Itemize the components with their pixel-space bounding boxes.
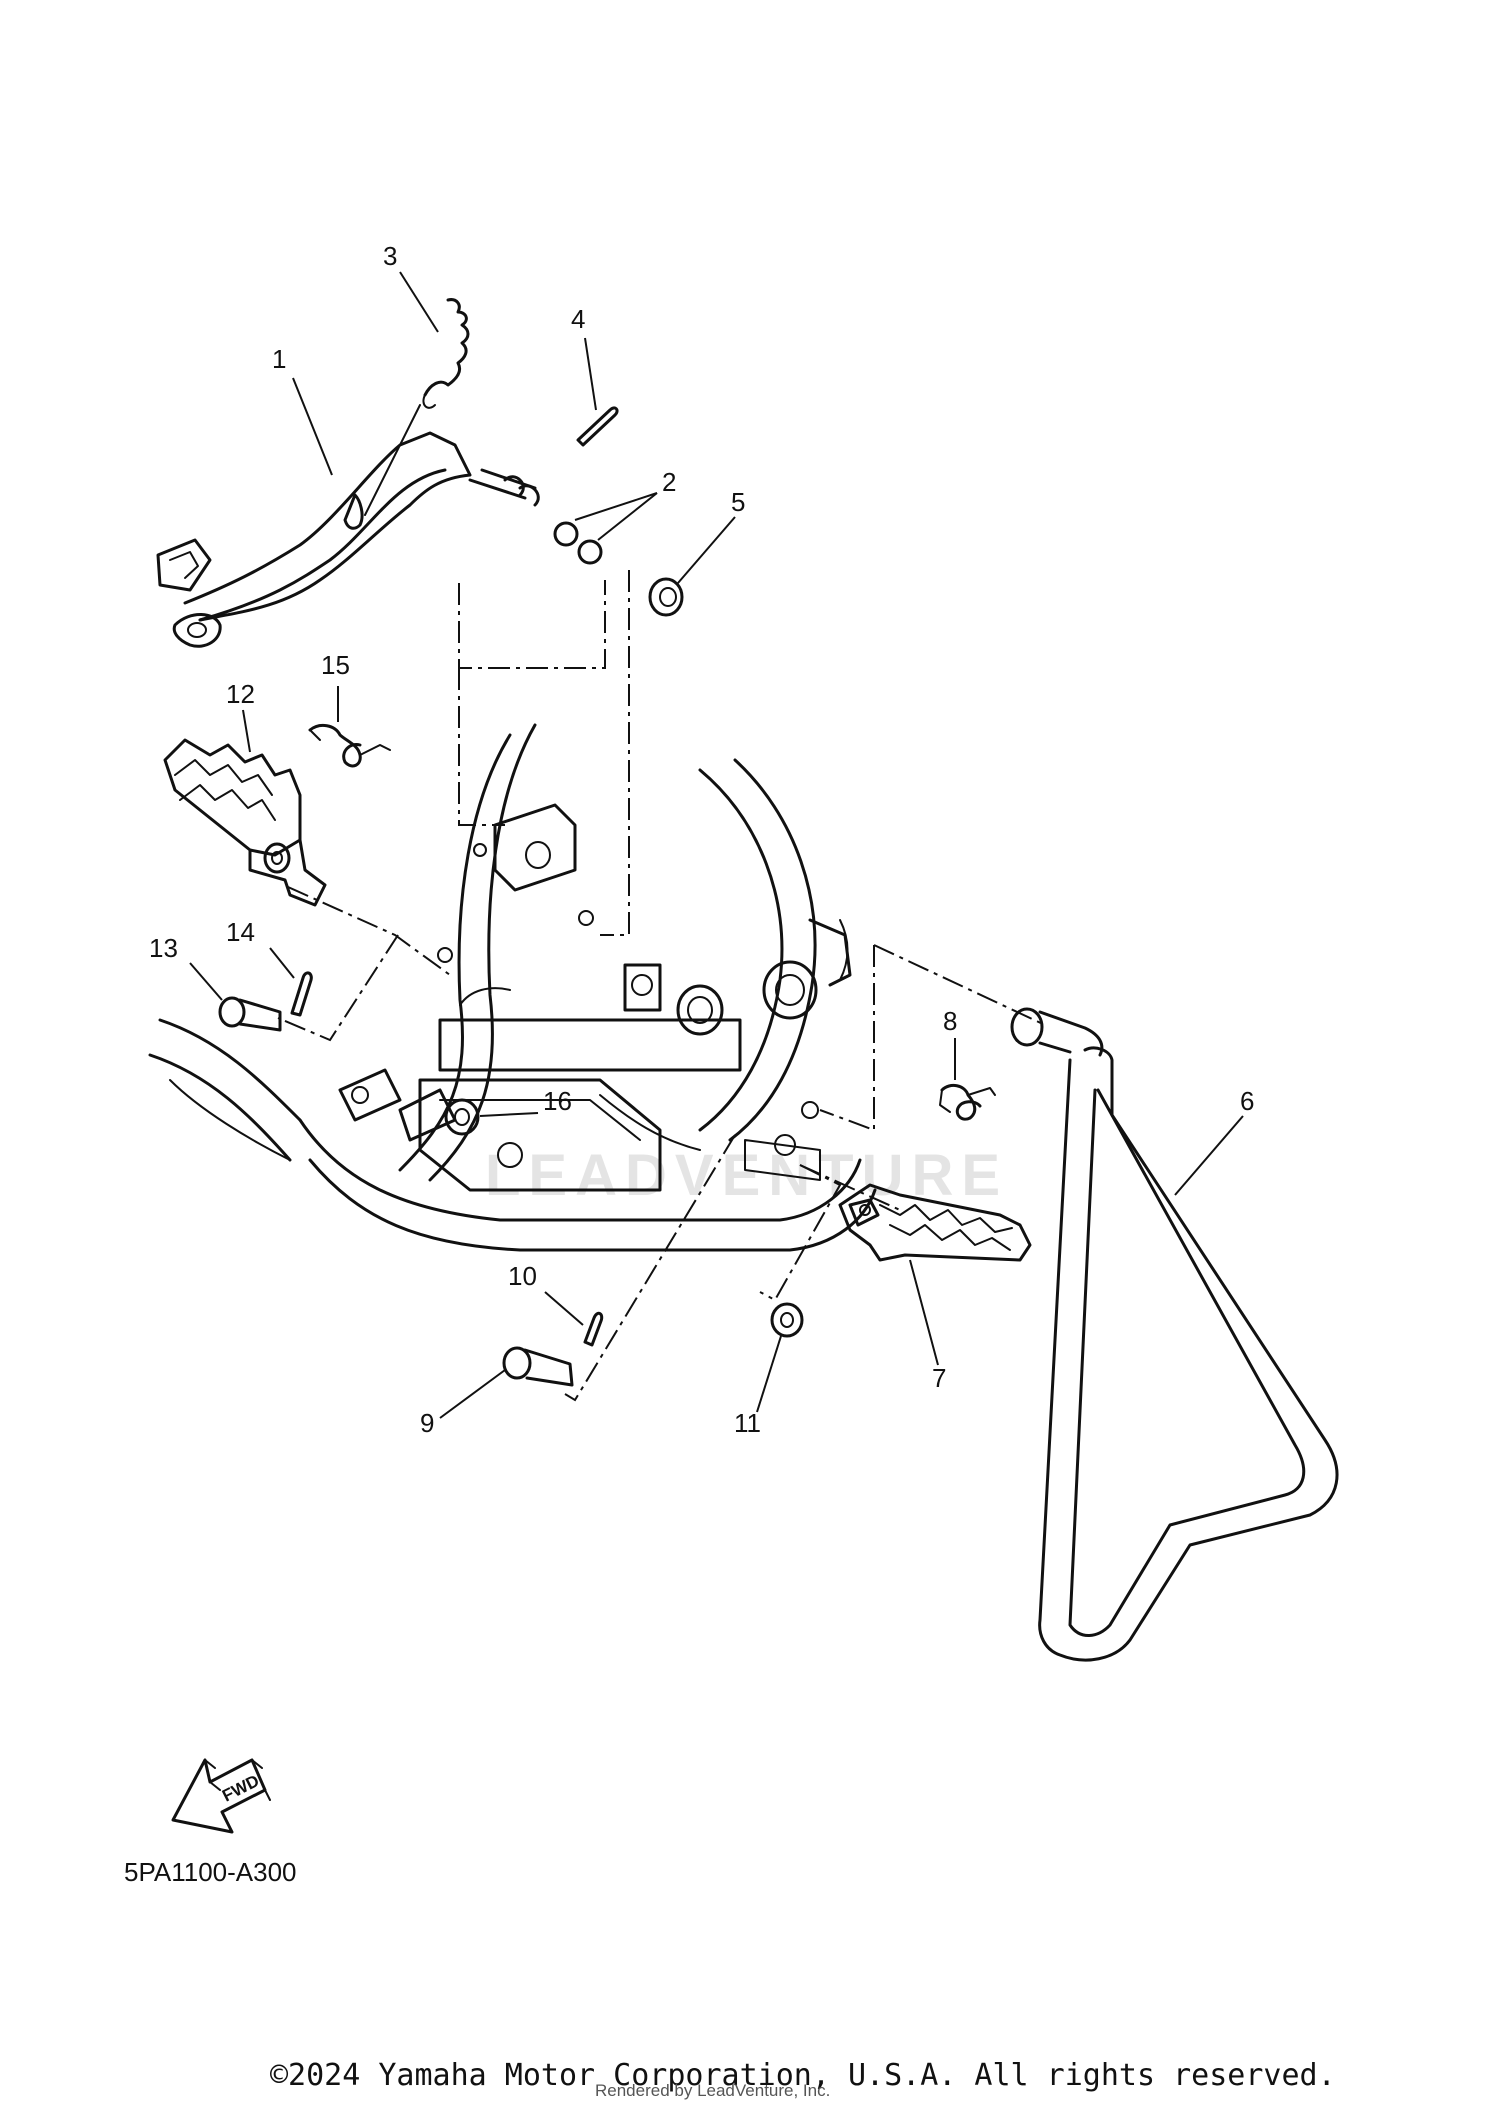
washer-right: [770, 1302, 804, 1338]
callout-15: 15: [321, 650, 350, 680]
collar: [444, 1098, 480, 1136]
callout-10: 10: [508, 1261, 537, 1291]
fwd-label: FWD: [219, 1771, 262, 1806]
rendered-by-text: Rendered by LeadVenture, Inc.: [595, 2081, 831, 2100]
o-rings: [553, 521, 603, 565]
callout-2: 2: [662, 467, 676, 497]
callout-16: 16: [543, 1086, 572, 1116]
callout-3: 3: [383, 241, 397, 271]
drawing-code: 5PA1100-A300: [124, 1857, 297, 1887]
callout-4: 4: [571, 304, 585, 334]
callout-9: 9: [420, 1408, 434, 1438]
callout-11: 11: [734, 1408, 761, 1438]
cotter-pin-top: [576, 406, 619, 447]
footrest-spring-right: [939, 1083, 996, 1121]
callouts: 1 2 3 4 5 6 7 8 9 10 11 12 13 14 15 16: [149, 241, 1254, 1438]
fwd-arrow-icon: FWD: [171, 1758, 271, 1834]
leader-lines: [189, 271, 1244, 1419]
footrest-right: [838, 1183, 1032, 1262]
cotter-pin-right: [583, 1311, 604, 1347]
brake-pedal: [156, 404, 540, 648]
footrest-left: [163, 738, 327, 907]
callout-6: 6: [1240, 1086, 1254, 1116]
callout-5: 5: [731, 487, 745, 517]
watermark: LEADVENTURE: [485, 1143, 1008, 1208]
footrest-spring-left: [308, 723, 391, 768]
footrest-pin-right: [502, 1346, 574, 1387]
watermark-text: LEADVENTURE: [485, 1143, 1008, 1208]
callout-14: 14: [226, 917, 255, 947]
callout-7: 7: [932, 1363, 946, 1393]
frame-drawing: [148, 723, 877, 1252]
callout-12: 12: [226, 679, 255, 709]
return-spring: [422, 298, 470, 409]
washer-top: [648, 577, 684, 617]
copyright-text: ©2024 Yamaha Motor Corporation, U.S.A. A…: [270, 2058, 1336, 2093]
footrest-pin-left: [218, 996, 282, 1032]
assembly-guide-lines: [277, 570, 1046, 1402]
callout-13: 13: [149, 933, 178, 963]
cotter-pin-left: [290, 971, 313, 1017]
sidestand: [1010, 1007, 1339, 1662]
callout-1: 1: [272, 344, 286, 374]
callout-8: 8: [943, 1006, 957, 1036]
